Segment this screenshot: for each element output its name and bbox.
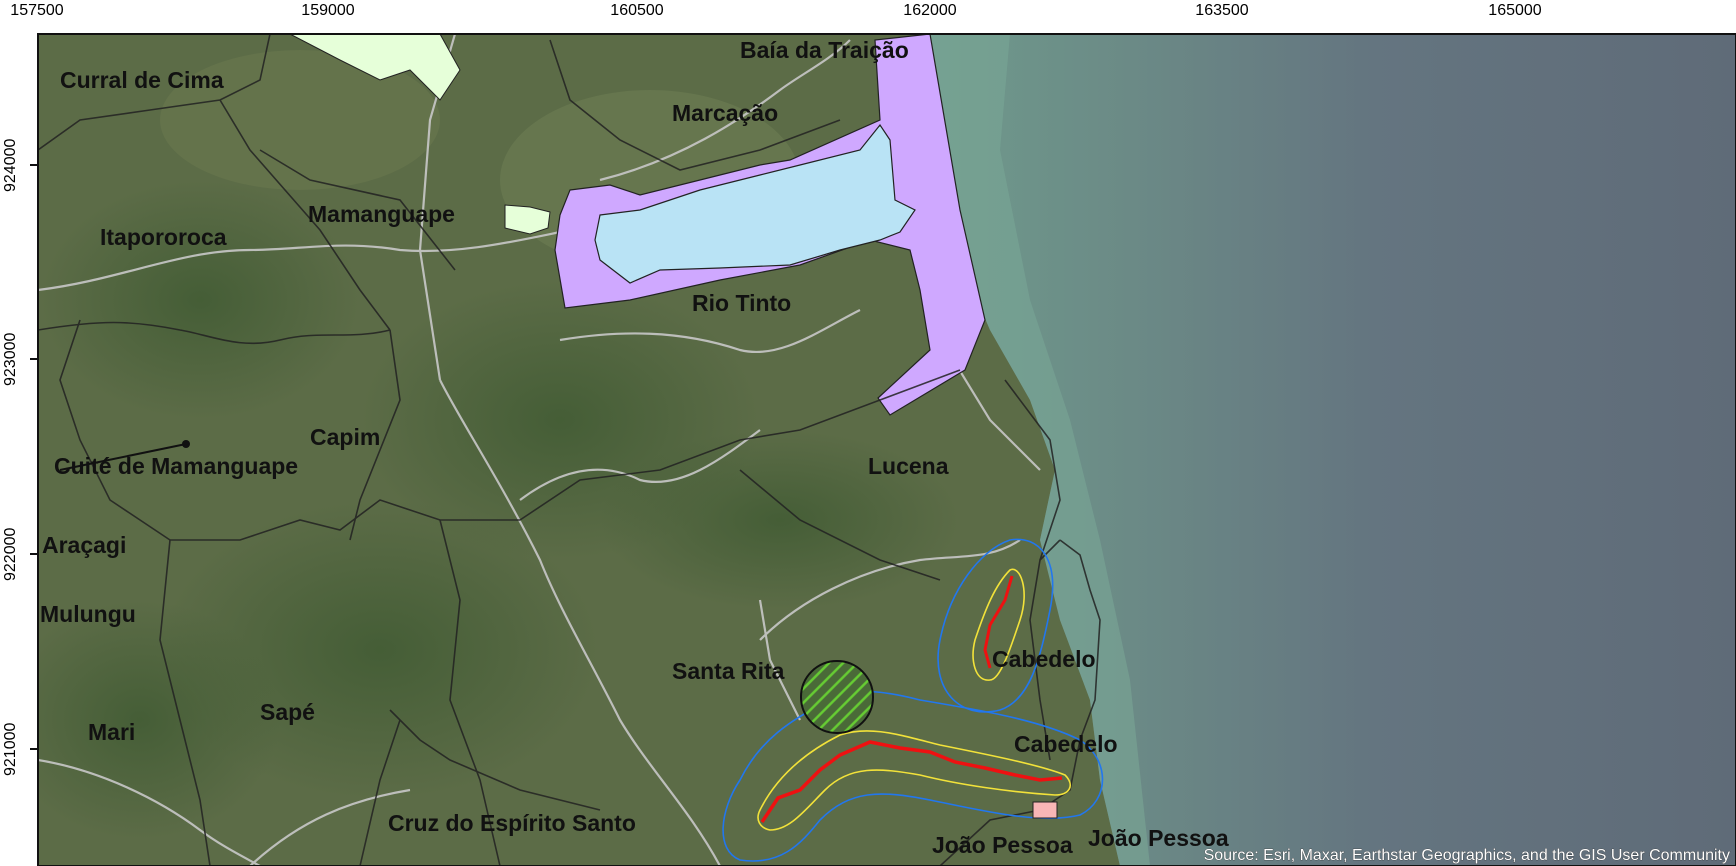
attribution-text: Source: Esri, Maxar, Earthstar Geographi… [1204, 847, 1730, 864]
tick-marks [30, 164, 38, 750]
map-border [37, 33, 1736, 866]
place-label: Curral de Cima [60, 67, 224, 93]
leader-dot [182, 440, 190, 448]
place-label: Lucena [868, 453, 949, 479]
inner-buffer [757, 730, 1071, 831]
place-label: Cruz do Espírito Santo [388, 810, 636, 836]
x-tick-label: 160500 [610, 2, 664, 19]
x-tick-label: 157500 [10, 2, 64, 19]
place-label: Marcação [672, 100, 778, 126]
route-line [983, 575, 1014, 669]
place-label: Araçagi [42, 532, 126, 558]
place-label: João Pessoa [1088, 825, 1229, 851]
route-line [760, 740, 1063, 823]
inner-buffer [972, 568, 1025, 681]
hatched-circle-area [800, 660, 874, 734]
coastal-water [930, 34, 1150, 866]
place-label: Mari [88, 719, 135, 745]
place-label: Capim [310, 424, 380, 450]
place-label: Santa Rita [672, 658, 785, 684]
place-label: Mamanguape [308, 201, 455, 227]
light-green-area [504, 204, 551, 235]
ocean-area [930, 34, 1736, 866]
outer-buffer [937, 538, 1054, 713]
x-tick-label: 165000 [1488, 2, 1542, 19]
municipal-boundaries [38, 34, 1101, 866]
lagoon [594, 123, 916, 284]
place-label: Baía da Traição [740, 37, 909, 63]
site-marker [1032, 801, 1058, 819]
place-label: Cuité de Mamanguape [54, 453, 298, 479]
light-green-area [289, 34, 461, 101]
place-label: Itapororoca [100, 224, 227, 250]
place-label: Cabedelo [1014, 731, 1118, 757]
place-label: Sapé [260, 699, 315, 725]
place-label: Mulungu [40, 601, 136, 627]
place-label: João Pessoa [932, 832, 1073, 858]
x-tick-label: 162000 [903, 2, 957, 19]
place-label: Rio Tinto [692, 290, 791, 316]
x-tick-label: 159000 [301, 2, 355, 19]
place-label: Cabedelo [992, 646, 1096, 672]
x-tick-label: 163500 [1195, 2, 1249, 19]
road-network [38, 34, 1041, 866]
